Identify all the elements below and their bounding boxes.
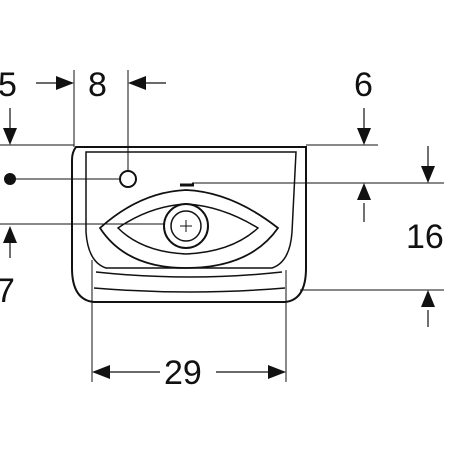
dimension-label-top-left: 8 [88, 66, 107, 104]
dimension-label-left-bottom: 7 [0, 272, 15, 310]
dimension-label-right-mid: 16 [406, 218, 444, 256]
dimension-lines [0, 70, 444, 382]
drain [163, 203, 209, 249]
dimension-label-bottom: 29 [164, 354, 202, 392]
tap-hole [119, 170, 137, 188]
dimension-label-top-right: 6 [354, 66, 373, 104]
basin-outline [71, 146, 307, 303]
dimension-label-left-top: 5 [0, 66, 17, 104]
bowl [98, 189, 280, 269]
